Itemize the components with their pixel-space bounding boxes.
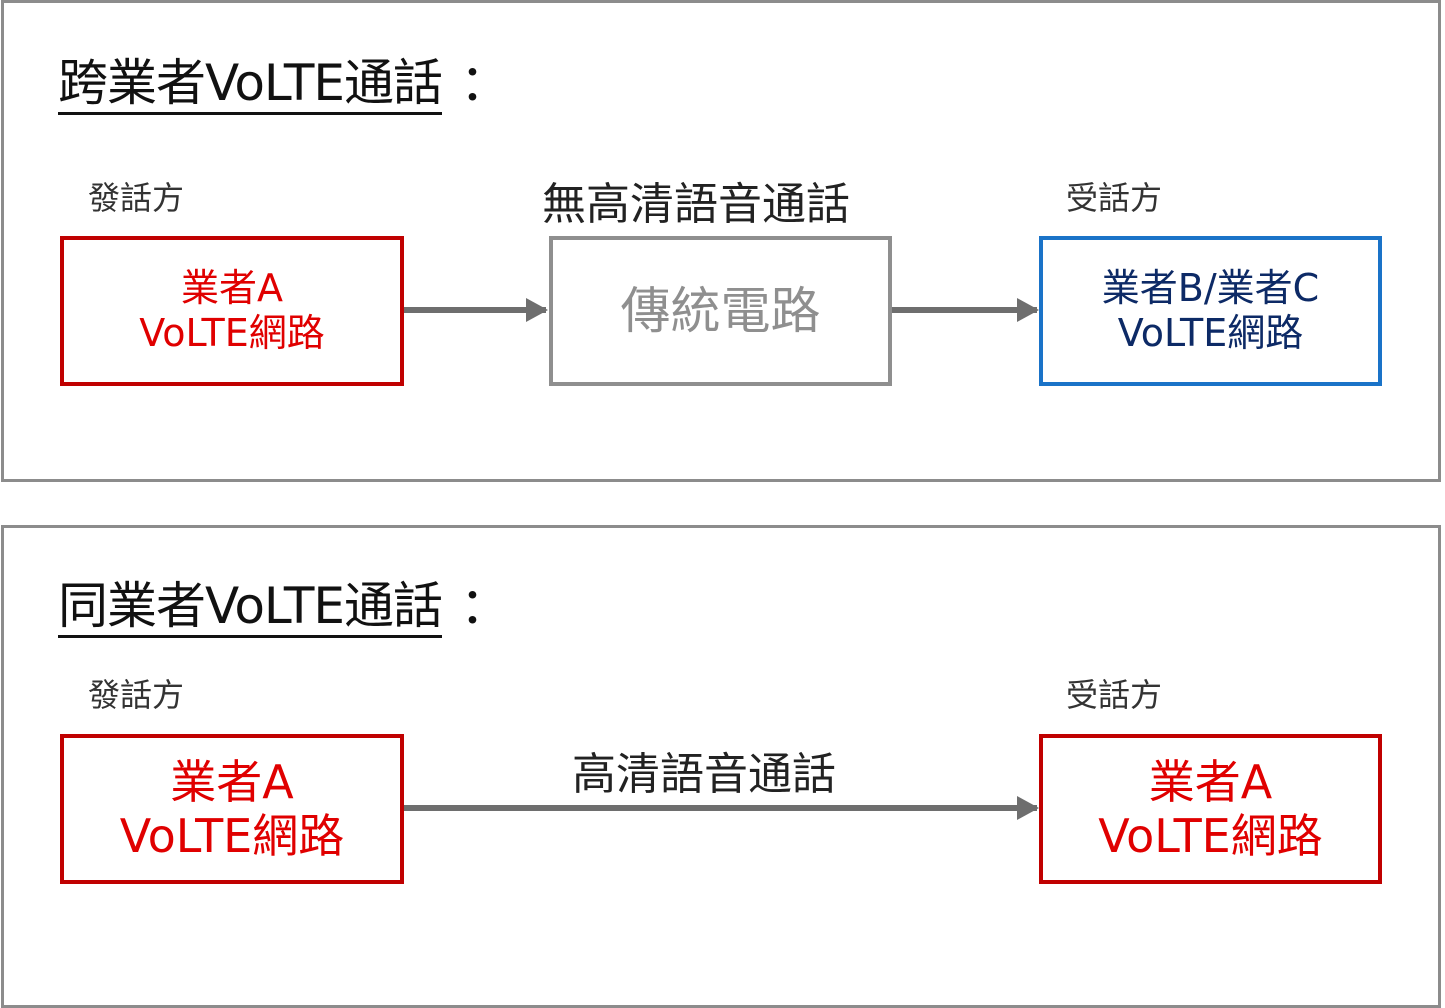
operator-a-network: VoLTE網路 xyxy=(119,809,345,863)
cross-operator-title-text: 跨業者VoLTE通話 xyxy=(58,54,443,115)
operator-bc-network: VoLTE網路 xyxy=(1117,311,1304,355)
arrow-caller-to-callee xyxy=(404,796,1039,820)
legacy-circuit-box: 傳統電路 xyxy=(549,236,892,386)
hd-voice-label: 高清語音通話 xyxy=(572,749,836,800)
cross-operator-title: 跨業者VoLTE通話 ： xyxy=(58,43,510,115)
cross-operator-panel: 跨業者VoLTE通話： 發話方 受話方 無高清語音通話 業者A VoLTE網路 … xyxy=(1,0,1441,482)
same-operator-title: 同業者VoLTE通話 ： xyxy=(58,566,510,638)
same-operator-title-text: 同業者VoLTE通話 xyxy=(58,577,443,638)
operator-a-callee-box: 業者A VoLTE網路 xyxy=(1039,734,1382,884)
no-hd-voice-label: 無高清語音通話 xyxy=(542,179,850,230)
operator-a-network: VoLTE網路 xyxy=(1098,809,1323,863)
operator-a-name: 業者A xyxy=(170,754,294,809)
callee-label: 受話方 xyxy=(1066,676,1163,714)
operator-bc-name: 業者B/業者C xyxy=(1101,266,1320,311)
caller-label: 發話方 xyxy=(88,179,185,217)
title-colon: ： xyxy=(460,54,510,112)
arrow-caller-to-legacy xyxy=(404,298,548,322)
arrow-legacy-to-callee xyxy=(892,298,1039,322)
operator-a-caller-box: 業者A VoLTE網路 xyxy=(60,734,404,884)
operator-a-caller-box: 業者A VoLTE網路 xyxy=(60,236,404,386)
same-operator-panel: 同業者VoLTE通話 ： 發話方 受話方 業者A VoLTE網路 高清語音通話 業… xyxy=(1,525,1441,1008)
callee-label: 受話方 xyxy=(1066,179,1163,217)
operator-a-network: VoLTE網路 xyxy=(139,311,325,355)
operator-a-name: 業者A xyxy=(181,266,283,311)
legacy-circuit-label: 傳統電路 xyxy=(620,281,821,340)
operator-a-name: 業者A xyxy=(1148,754,1273,809)
title-colon: ： xyxy=(460,577,510,635)
operator-bc-callee-box: 業者B/業者C VoLTE網路 xyxy=(1039,236,1382,386)
caller-label: 發話方 xyxy=(88,676,185,714)
